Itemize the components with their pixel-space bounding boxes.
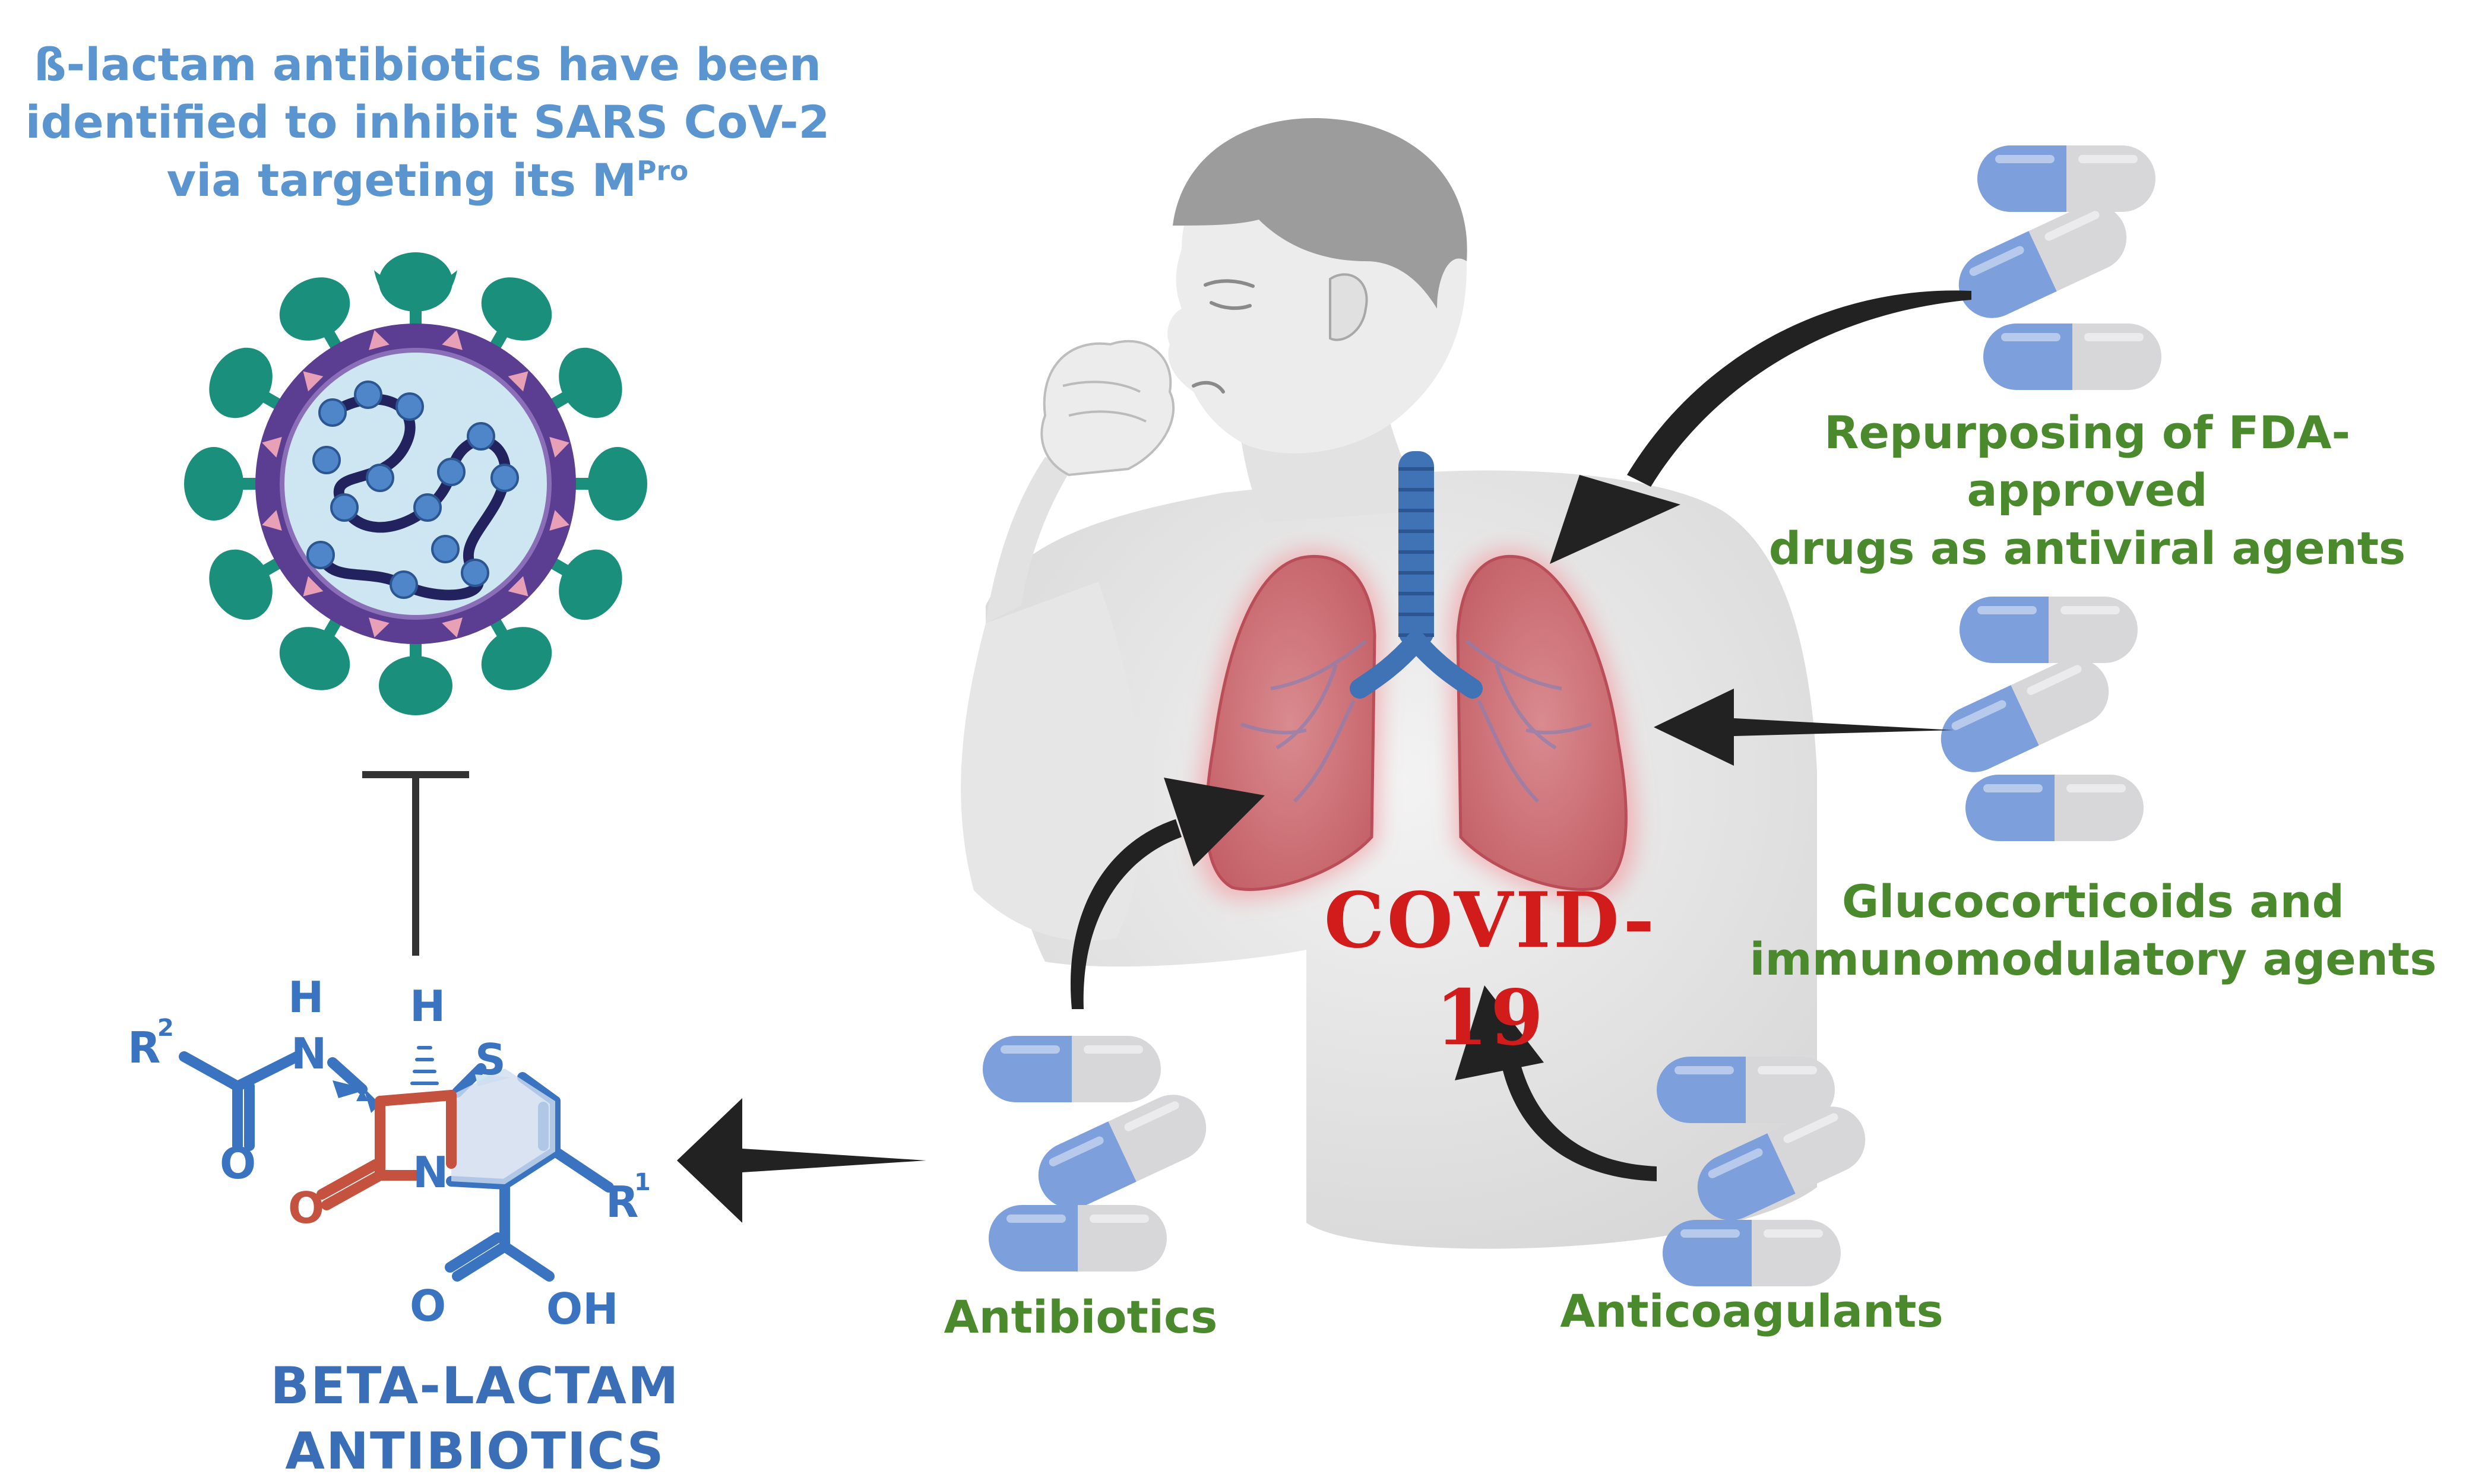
- arrow-icon: [1502, 1063, 1657, 1181]
- lactam-o-label: O: [288, 1183, 324, 1233]
- amide-h-label: H: [288, 972, 324, 1022]
- capsule-icon: [989, 1205, 1167, 1271]
- arrow-icon: [1654, 689, 1734, 766]
- arrow-icon: [677, 1098, 742, 1223]
- capsule-icon: [1983, 324, 2161, 390]
- capsule-icon: [983, 1036, 1161, 1102]
- covid-19-label: COVID-19: [1324, 876, 1657, 1063]
- capsule-group-antibiotics: [983, 1036, 1217, 1271]
- arrow-icon: [742, 1149, 926, 1172]
- gluco-line-2: immunomodulatory agents: [1749, 933, 2437, 986]
- arrow-icon: [1455, 985, 1544, 1080]
- r1-superscript: 1: [634, 1169, 651, 1196]
- antibiotics-label: Antibiotics: [944, 1290, 1218, 1343]
- capsule-group-repurposing: [1948, 145, 2161, 390]
- arrow-icon: [1070, 819, 1182, 1009]
- capsule-icon: [1930, 647, 2120, 784]
- title-line-3: via targeting its MPro: [12, 151, 843, 209]
- title-line-1: ß-lactam antibiotics have been: [34, 38, 821, 91]
- diagram-canvas: R 2 H N H S N O R 1 O OH O: [128, 118, 2161, 1334]
- beta-lactam-antibiotics-label: BETA-LACTAM ANTIBIOTICS: [270, 1356, 680, 1482]
- arrow-icon: [1164, 778, 1265, 867]
- repurposing-line-2: drugs as antiviral agents: [1768, 521, 2406, 575]
- title-line-3-text: via targeting its M: [166, 153, 637, 207]
- virus-icon: [184, 252, 647, 715]
- mpro-superscript: Pro: [637, 155, 689, 187]
- arrow-icon: [1627, 290, 1971, 487]
- anticoagulants-label: Anticoagulants: [1560, 1285, 1943, 1337]
- beta-lactam-finding-title: ß-lactam antibiotics have been identifie…: [12, 36, 843, 209]
- gluco-line-1: Glucocorticoids and: [1841, 875, 2345, 928]
- capsule-group-gluco: [1930, 597, 2144, 841]
- repurposing-line-1: Repurposing of FDA-approved: [1824, 406, 2351, 517]
- carbonyl-o-label: O: [220, 1139, 256, 1188]
- arrow-icon: [1734, 718, 1954, 736]
- r2-superscript: 2: [157, 1014, 174, 1042]
- capsule-icon: [1977, 145, 2155, 212]
- capsule-icon: [1965, 775, 2144, 841]
- hydroxyl-label: OH: [546, 1284, 618, 1334]
- amide-n-label: N: [291, 1029, 327, 1079]
- r1-label: R: [606, 1177, 638, 1227]
- arrow-icon: [1550, 475, 1680, 564]
- repurposing-label: Repurposing of FDA-approved drugs as ant…: [1710, 404, 2464, 577]
- capsule-icon: [1663, 1220, 1841, 1286]
- glucocorticoids-label: Glucocorticoids and immunomodulatory age…: [1746, 873, 2440, 988]
- r2-label: R: [128, 1023, 160, 1073]
- acid-o-label: O: [410, 1281, 446, 1331]
- ring-h-label: H: [410, 981, 445, 1031]
- sulfur-label: S: [475, 1035, 506, 1085]
- inhibition-icon: [362, 771, 469, 956]
- ring-n-label: N: [413, 1147, 448, 1197]
- capsule-icon: [1027, 1083, 1217, 1220]
- title-line-2: identified to inhibit SARS CoV-2: [25, 96, 830, 149]
- capsule-icon: [1960, 597, 2138, 663]
- capsule-icon: [1948, 193, 2138, 329]
- beta-lactam-structure-icon: R 2 H N H S N O R 1 O OH O: [128, 972, 651, 1334]
